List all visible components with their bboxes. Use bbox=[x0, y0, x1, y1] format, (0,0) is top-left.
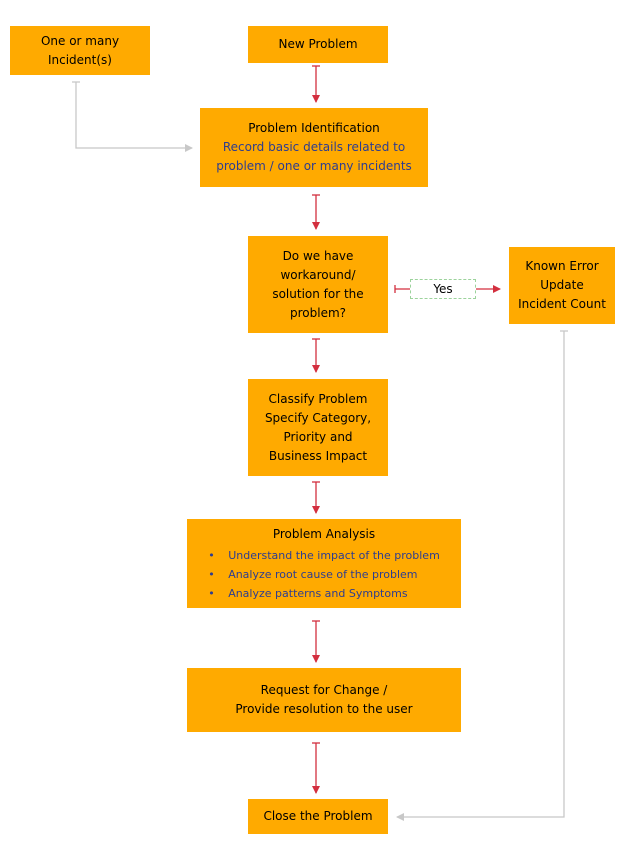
close-problem-box: Close the Problem bbox=[248, 799, 388, 834]
analysis-bullet-1: Understand the impact of the problem bbox=[208, 546, 440, 565]
problem-analysis-box: Problem Analysis Understand the impact o… bbox=[187, 519, 461, 608]
identification-title: Problem Identification bbox=[248, 121, 380, 135]
analysis-bullet-2: Analyze root cause of the problem bbox=[208, 565, 440, 584]
incidents-box: One or many Incident(s) bbox=[10, 26, 150, 75]
workaround-line-2: workaround/ bbox=[280, 267, 356, 282]
classify-problem-box: Classify Problem Specify Category, Prior… bbox=[248, 379, 388, 476]
incidents-line-1: One or many bbox=[40, 33, 120, 48]
analysis-bullets: Understand the impact of the problem Ana… bbox=[208, 546, 440, 603]
arrow-incidents-to-identification bbox=[75, 82, 193, 152]
new-problem-box: New Problem bbox=[248, 26, 388, 63]
identification-sub-2: problem / one or many incidents bbox=[216, 159, 412, 173]
new-problem-label: New Problem bbox=[278, 37, 358, 51]
workaround-line-4: problem? bbox=[289, 305, 347, 320]
workaround-question-box: Do we have workaround/ solution for the … bbox=[248, 236, 388, 333]
problem-identification-box: Problem Identification Record basic deta… bbox=[200, 108, 428, 187]
classify-line-1: Classify Problem bbox=[268, 391, 368, 406]
request-change-box: Request for Change / Provide resolution … bbox=[187, 668, 461, 732]
workaround-line-3: solution for the bbox=[272, 286, 364, 301]
analysis-title: Problem Analysis bbox=[272, 526, 376, 541]
identification-sub-1: Record basic details related to bbox=[222, 140, 406, 154]
analysis-bullet-3: Analyze patterns and Symptoms bbox=[208, 584, 440, 603]
known-error-line-2: Update bbox=[540, 278, 584, 292]
known-error-box: Known Error Update Incident Count bbox=[509, 247, 615, 324]
close-label: Close the Problem bbox=[263, 809, 373, 823]
classify-line-2: Specify Category, bbox=[264, 410, 372, 425]
incidents-line-2: Incident(s) bbox=[47, 52, 112, 67]
request-line-2: Provide resolution to the user bbox=[235, 702, 413, 716]
known-error-line-3: Incident Count bbox=[518, 297, 606, 311]
yes-label: Yes bbox=[410, 279, 476, 299]
known-error-line-1: Known Error bbox=[525, 259, 599, 273]
classify-line-4: Business Impact bbox=[268, 448, 368, 463]
workaround-line-1: Do we have bbox=[282, 248, 354, 263]
arrow-known-error-to-close bbox=[396, 331, 565, 821]
classify-line-3: Priority and bbox=[283, 429, 353, 444]
request-line-1: Request for Change / bbox=[260, 683, 388, 697]
